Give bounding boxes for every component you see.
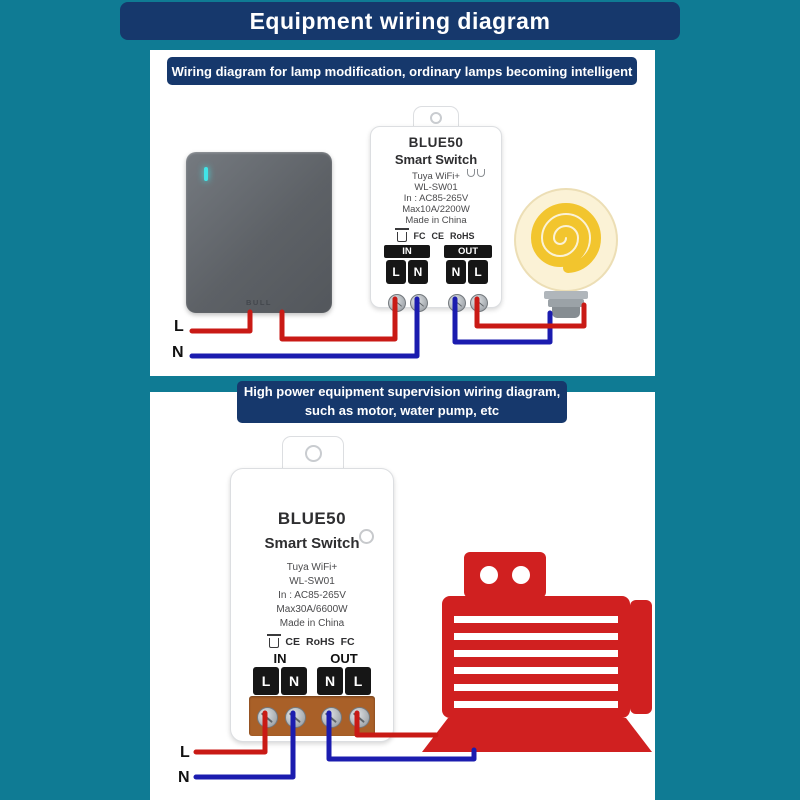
device1-spec-origin: Made in China — [405, 215, 467, 226]
switch-contact-icon-left — [467, 169, 475, 177]
device1-screw-in-L — [388, 294, 406, 312]
device1-mounting-tab — [413, 106, 459, 128]
device2-screw-out-L — [349, 707, 370, 728]
device1-terminal-out-N: N — [446, 260, 466, 284]
device1-mounting-hole — [430, 111, 442, 124]
device2-spec-tuya: Tuya WiFi+ — [286, 562, 338, 573]
device2-spec-origin: Made in China — [279, 618, 345, 629]
device1-cert-row: FC CE RoHS — [371, 228, 501, 242]
device1-spec-tuya: Tuya WiFi+ — [412, 171, 460, 182]
bulb-base-top — [544, 291, 588, 299]
device2-terminal-out-N: N — [317, 667, 343, 695]
device2-out-label: OUT — [330, 651, 358, 666]
weee-bin-icon — [267, 634, 282, 648]
device1-spec-input: In : AC85-265V — [403, 193, 469, 204]
device1-screw-in-N — [410, 294, 428, 312]
motor-section-banner-line2: such as motor, water pump, etc — [304, 403, 500, 418]
motor-terminal-box — [464, 552, 546, 598]
device1-name: Smart Switch — [394, 152, 478, 167]
s1-neutral-label: N — [172, 344, 184, 361]
device2-brand: BLUE50 — [277, 509, 347, 528]
device1-brand: BLUE50 — [408, 135, 464, 150]
device2-name: Smart Switch — [264, 535, 360, 552]
motor-base — [422, 718, 652, 752]
device1-spec-model: WL-SW01 — [414, 182, 458, 193]
device2-terminal-strip — [249, 696, 375, 736]
switch-contact-icon-right — [477, 169, 485, 177]
cert-fc: FC — [340, 635, 355, 648]
device2-mounting-tab — [282, 436, 344, 470]
lamp-section-banner-text: Wiring diagram for lamp modification, or… — [171, 63, 633, 79]
bulb-base-tip — [552, 307, 580, 318]
lamp-section-banner: Wiring diagram for lamp modification, or… — [167, 57, 637, 85]
device1-terminal-out-L: L — [468, 260, 488, 284]
cert-ce: CE — [285, 635, 300, 648]
smart-switch-device-1: BLUE50 Smart Switch Tuya WiFi+ WL-SW01 I… — [370, 126, 502, 312]
bulb-base-middle — [548, 299, 584, 307]
motor-end-cap — [630, 600, 652, 714]
device2-screw-in-N — [285, 707, 306, 728]
cert-rohs: RoHS — [306, 635, 335, 648]
weee-bin-icon — [395, 228, 410, 242]
device1-out-label: OUT — [444, 245, 492, 258]
device2-in-label: IN — [273, 651, 287, 666]
device1-terminal-in-N: N — [408, 260, 428, 284]
device2-terminal-in-L: L — [253, 667, 279, 695]
cert-fc: FC — [413, 230, 426, 241]
smart-switch-device-2: BLUE50 Smart Switch Tuya WiFi+ WL-SW01 I… — [230, 468, 394, 742]
motor-terminal-left — [480, 566, 498, 584]
device2-reset-button — [359, 529, 374, 544]
s2-neutral-label: N — [178, 769, 190, 786]
device2-screw-out-N — [321, 707, 342, 728]
motor-section-banner: High power equipment supervision wiring … — [237, 381, 567, 423]
wall-switch-led-indicator — [204, 167, 208, 181]
device2-spec-max: Max30A/6600W — [276, 604, 348, 615]
device1-in-label: IN — [384, 245, 430, 258]
motor-body — [442, 596, 630, 718]
cfl-spiral-icon — [530, 203, 602, 273]
device2-terminal-out-L: L — [345, 667, 371, 695]
device1-screw-out-L — [470, 294, 488, 312]
switch-contact-icon — [467, 169, 485, 177]
s1-live-label: L — [174, 318, 184, 335]
page-title: Equipment wiring diagram — [120, 2, 680, 40]
motor-cooling-fins — [454, 606, 618, 708]
cfl-bulb — [514, 188, 618, 292]
device1-terminal-in-L: L — [386, 260, 406, 284]
device2-mounting-hole — [304, 445, 322, 462]
device2-screw-in-L — [257, 707, 278, 728]
motor-section-banner-line1: High power equipment supervision wiring … — [243, 384, 561, 400]
cert-rohs: RoHS — [450, 230, 475, 241]
device2-spec-model: WL-SW01 — [289, 576, 335, 587]
device2-cert-row: CE RoHS FC — [231, 634, 393, 648]
motor-terminal-right — [512, 566, 530, 584]
s2-live-label: L — [180, 744, 190, 761]
device1-spec-max: Max10A/2200W — [402, 204, 470, 215]
device2-spec-input: In : AC85-265V — [278, 590, 346, 601]
device1-screw-out-N — [448, 294, 466, 312]
wall-switch-brand: BULL — [246, 298, 272, 307]
wall-switch: BULL — [186, 152, 332, 313]
cert-ce: CE — [431, 230, 444, 241]
device2-terminal-in-N: N — [281, 667, 307, 695]
